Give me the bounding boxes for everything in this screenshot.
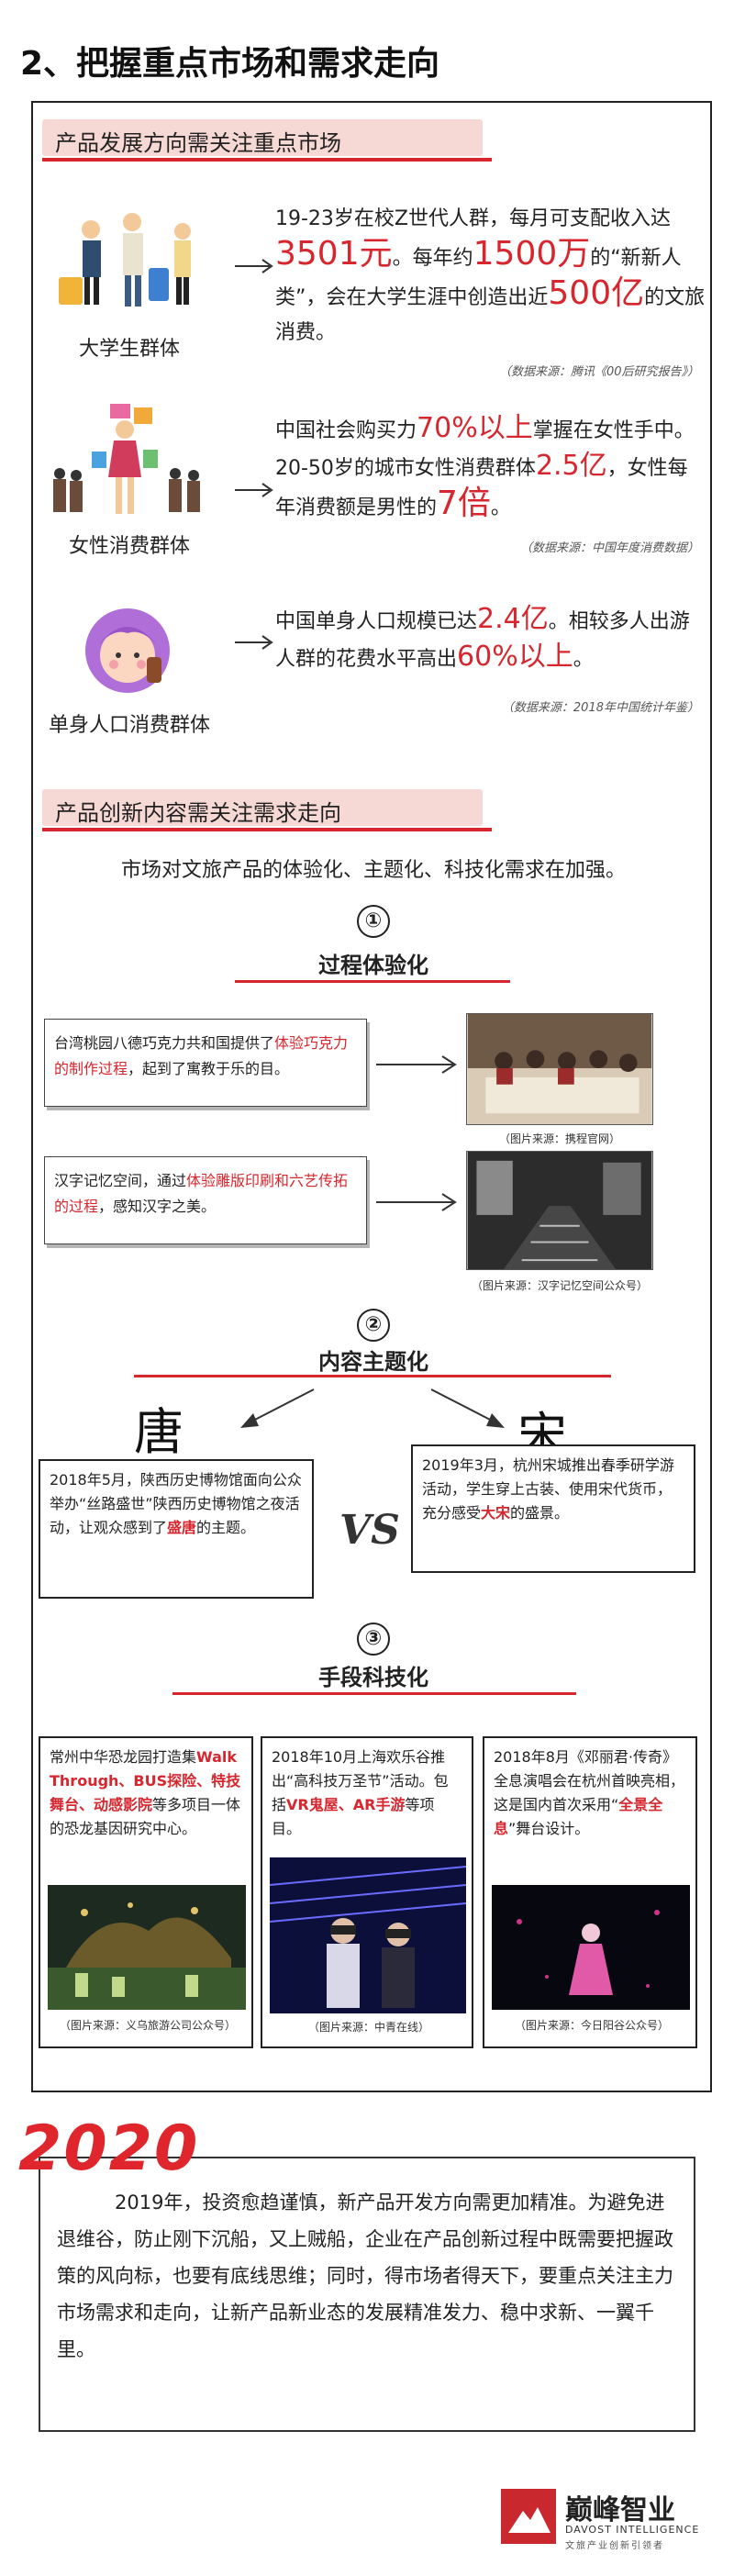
mountain-logo-icon: [508, 2507, 550, 2533]
sub1-card-chocolate-source: （图片来源：携程官网）: [498, 1132, 620, 1145]
tech-card-vr-source: （图片来源：中青在线）: [307, 2021, 429, 2034]
students-source: （数据来源：腾讯《00后研究报告》）: [498, 365, 699, 379]
women-label: 女性消费群体: [68, 535, 190, 558]
hologram-concert-photo: [492, 1885, 690, 2010]
sub3-number: ③: [357, 1623, 390, 1656]
students-label: 大学生群体: [78, 338, 180, 361]
market-row-students: 大学生群体 19-23岁在校Z世代人群，每月可支配收入达3501元。每年约150…: [33, 176, 714, 387]
year-heading: 2020: [18, 2113, 200, 2185]
tech-card-dinosaur-source: （图片来源：义乌旅游公司公众号）: [59, 2019, 236, 2032]
sub1-number: ①: [357, 905, 390, 938]
hanzi-space-photo: [466, 1151, 653, 1270]
section2-intro: 市场对文旅产品的体验化、主题化、科技化需求在加强。: [120, 859, 626, 882]
tang-theme-card: 2018年5月，陕西历史博物馆面向公众举办“丝路盛世”陕西历史博物馆之夜活动，让…: [39, 1459, 314, 1599]
sub1-card-hanzi-source: （图片来源：汉字记忆空间公众号）: [471, 1279, 648, 1292]
sub1-title: 过程体验化: [318, 953, 428, 978]
section2-heading: 产品创新内容需关注需求走向: [42, 789, 492, 831]
sub2-title: 内容主题化: [318, 1349, 428, 1375]
content-frame: 产品发展方向需关注重点市场 大学生群体: [31, 101, 712, 2092]
arrow-right-icon: [376, 1055, 457, 1074]
tech-card-vr: 2018年10月上海欢乐谷推出“高科技万圣节”活动。包括VR鬼屋、AR手游等项目…: [261, 1736, 473, 2048]
students-text: 19-23岁在校Z世代人群，每月可支配收入达3501元。每年约1500万的“新新…: [275, 207, 706, 344]
summary-text: 2019年，投资愈趋谨慎，新产品开发方向需更加精准。为避免进退维谷，防止刚下沉船…: [57, 2191, 673, 2360]
sub2-number: ②: [357, 1309, 390, 1342]
brand-name-en: DAVOST INTELLIGENCE: [565, 2524, 700, 2536]
chocolate-workshop-photo: [466, 1013, 653, 1125]
versus-mark: VS: [339, 1507, 400, 1554]
singles-label: 单身人口消费群体: [48, 714, 210, 737]
arrow-down-left-icon: [240, 1388, 315, 1428]
students-illustration-icon: [59, 213, 191, 307]
single-person-illustration-icon: [85, 608, 170, 693]
summary-frame: 2019年，投资愈趋谨慎，新产品开发方向需更加精准。为避免进退维谷，防止刚下沉船…: [39, 2157, 695, 2432]
section1-heading: 产品发展方向需关注重点市场: [42, 119, 492, 162]
brand-name: 巅峰智业: [565, 2494, 675, 2526]
women-text: 中国社会购买力70%以上掌握在女性手中。20-50岁的城市女性消费群体2.5亿，…: [275, 412, 695, 522]
vr-haunted-house-photo: [270, 1857, 466, 2013]
song-theme-card: 2019年3月，杭州宋城推出春季研学游活动，学生穿上古装、使用宋代货币，充分感受…: [411, 1444, 695, 1573]
tech-card-hologram: 2018年8月《邓丽君·传奇》全息演唱会在杭州首映亮相，这是国内首次采用“全景全…: [483, 1736, 697, 2048]
brand-tagline: 文旅产业创新引领者: [565, 2541, 664, 2551]
singles-text: 中国单身人口规模已达2.4亿。相较多人出游人群的花费水平高出60%以上。: [275, 603, 690, 673]
singles-source: （数据来源：2018年中国统计年鉴）: [501, 701, 699, 715]
women-source: （数据来源：中国年度消费数据）: [519, 541, 699, 555]
arrow-down-right-icon: [430, 1388, 505, 1428]
brand-logo-icon: [501, 2489, 556, 2544]
section1-heading-text: 产品发展方向需关注重点市场: [55, 130, 341, 156]
sub3-underline: [172, 1692, 576, 1695]
sub2-underline: [134, 1375, 611, 1377]
arrow-right-icon: [235, 635, 273, 650]
tech-card-dinosaur: 常州中华恐龙园打造集Walk Through、BUS探险、特技舞台、动感影院等多…: [39, 1736, 253, 2048]
market-row-women: 女性消费群体 中国社会购买力70%以上掌握在女性手中。20-50岁的城市女性消费…: [33, 387, 714, 589]
sub1-card-hanzi: 汉字记忆空间，通过体验雕版印刷和六艺传拓的过程，感知汉字之美。: [44, 1156, 367, 1244]
sub1-underline: [235, 980, 510, 983]
section2-heading-text: 产品创新内容需关注需求走向: [55, 800, 341, 826]
sub1-card-chocolate: 台湾桃园八德巧克力共和国提供了体验巧克力的制作过程，起到了寓教于乐的目。: [44, 1019, 367, 1107]
arrow-right-icon: [376, 1193, 457, 1211]
women-illustration-icon: [53, 404, 200, 514]
dinosaur-park-photo: [48, 1885, 246, 2010]
tech-card-hologram-source: （图片来源：今日阳谷公众号）: [514, 2019, 669, 2032]
market-row-singles: 单身人口消费群体 中国单身人口规模已达2.4亿。相较多人出游人群的花费水平高出6…: [33, 589, 714, 754]
tang-glyph: 唐: [134, 1403, 184, 1461]
arrow-right-icon: [235, 259, 273, 273]
arrow-right-icon: [235, 483, 273, 497]
page-title: 2、把握重点市场和需求走向: [20, 45, 440, 83]
sub3-title: 手段科技化: [318, 1665, 428, 1690]
